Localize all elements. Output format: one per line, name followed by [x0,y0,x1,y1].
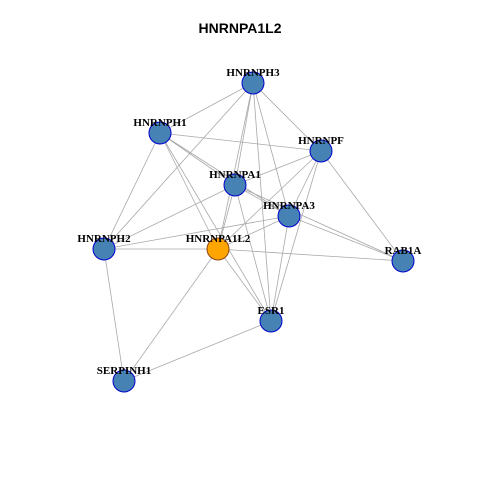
node-hnrnpa3 [277,204,301,228]
edge-hnrnpa3-esr1 [270,215,290,322]
node-label-hnrnpa1: HNRNPA1 [209,169,261,181]
node-label-rab1a: RAB1A [385,245,422,257]
node-label-hnrnph3: HNRNPH3 [226,67,280,79]
edge-hnrnpa1-rab1a [234,184,404,262]
node-esr1 [259,309,283,333]
edge-hnrnpa1l2-rab1a [217,248,404,262]
node-label-hnrnpf: HNRNPF [298,135,344,147]
edge-hnrnph3-esr1 [252,82,272,322]
node-label-hnrnph1: HNRNPH1 [133,117,186,129]
node-hnrnph2 [92,237,116,261]
edge-hnrnpa1-esr1 [234,184,272,322]
node-label-hnrnpa1l2: HNRNPA1L2 [186,233,251,245]
node-label-hnrnph2: HNRNPH2 [77,233,131,245]
edge-hnrnpf-hnrnpa1 [234,150,322,186]
edge-hnrnph3-hnrnph2 [103,82,254,250]
edge-hnrnph1-esr1 [159,132,272,322]
edge-hnrnph1-hnrnph2 [103,132,161,250]
edge-hnrnpa1l2-serpinh1 [123,248,219,382]
node-label-serpinh1: SERPINH1 [97,365,151,377]
node-label-esr1: ESR1 [258,305,285,317]
edges-layer [103,82,404,382]
node-serpinh1 [112,369,136,393]
edge-hnrnph1-hnrnpa1 [159,132,236,186]
edge-hnrnpa3-hnrnpa1l2 [217,215,290,250]
edge-hnrnph3-hnrnph1 [159,82,254,134]
edge-hnrnph1-hnrnpf [159,132,322,152]
edge-hnrnpf-rab1a [320,150,404,262]
edge-hnrnpa1-hnrnph2 [103,184,236,250]
edge-hnrnph3-hnrnpa1 [234,82,254,186]
node-hnrnpf [309,139,333,163]
edge-hnrnpa3-hnrnph2 [103,215,290,250]
edge-hnrnph1-hnrnpa1l2 [159,132,219,250]
edge-hnrnph3-hnrnpf [252,82,322,152]
node-hnrnph3 [241,71,265,95]
node-hnrnpa1l2 [206,237,230,261]
edge-esr1-serpinh1 [123,320,272,382]
graph-title: HNRNPA1L2 [198,20,282,36]
node-label-hnrnpa3: HNRNPA3 [263,200,315,212]
nodes-layer [92,71,415,393]
edge-hnrnpf-hnrnpa3 [288,150,322,217]
edge-hnrnph3-hnrnpa1l2 [217,82,254,250]
node-hnrnpa1 [223,173,247,197]
edge-hnrnpa1l2-esr1 [217,248,272,322]
node-hnrnph1 [148,121,172,145]
node-rab1a [391,249,415,273]
edge-hnrnpf-hnrnpa1l2 [217,150,322,250]
edge-hnrnph2-serpinh1 [103,248,125,382]
edge-hnrnph3-hnrnpa3 [252,82,290,217]
edge-hnrnpf-esr1 [270,150,322,322]
edge-hnrnpa3-rab1a [288,215,404,262]
